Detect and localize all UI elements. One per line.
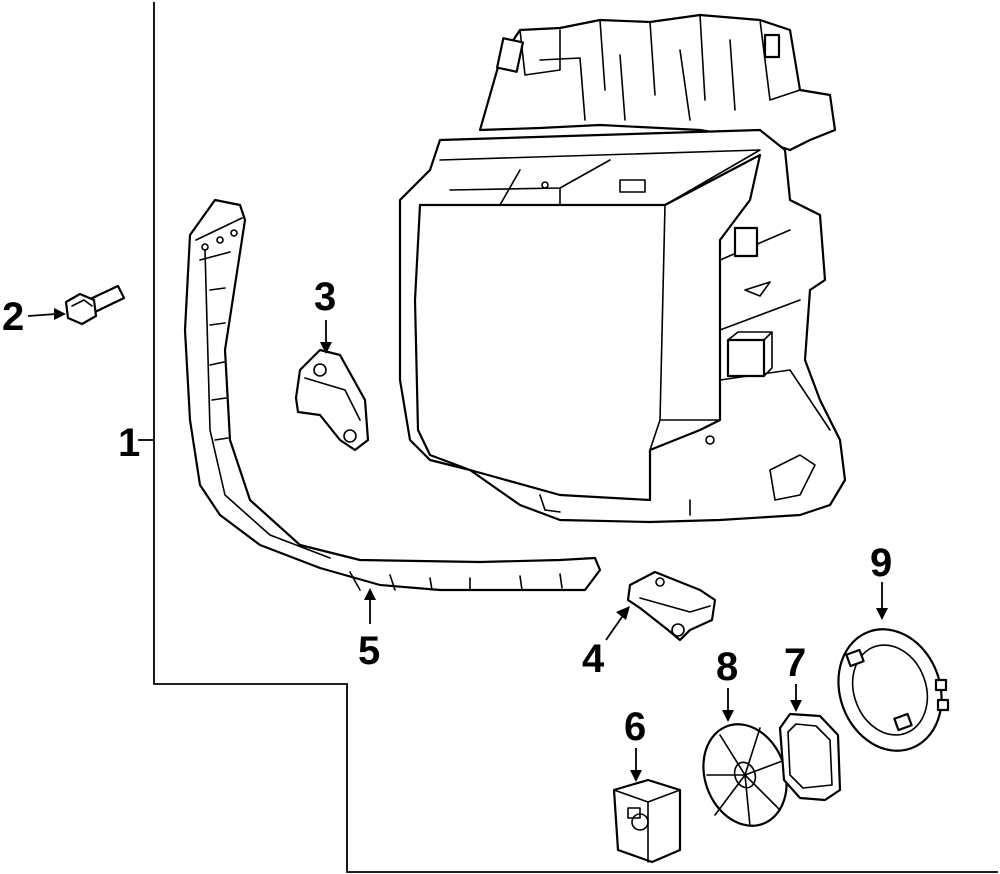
assembly-frame — [153, 2, 998, 873]
adjuster-bracket-upper[interactable] — [294, 348, 370, 452]
callout-8: 8 — [716, 645, 738, 689]
socket-block[interactable] — [612, 778, 682, 864]
bolt[interactable] — [64, 284, 126, 326]
callout-3: 3 — [314, 275, 336, 319]
headlamp-housing[interactable] — [398, 13, 847, 524]
retaining-ring[interactable] — [822, 615, 958, 766]
callout-6: 6 — [624, 705, 646, 749]
callout-1: 1 — [118, 421, 140, 465]
leader-lines — [27, 308, 888, 782]
callout-4: 4 — [582, 637, 605, 681]
callout-5: 5 — [358, 629, 380, 673]
mounting-bracket[interactable] — [183, 198, 602, 592]
callout-9: 9 — [870, 541, 892, 585]
callout-2: 2 — [2, 295, 24, 339]
gasket[interactable] — [778, 712, 842, 802]
adjuster-bracket-lower[interactable] — [626, 570, 717, 642]
callout-7: 7 — [784, 641, 806, 685]
